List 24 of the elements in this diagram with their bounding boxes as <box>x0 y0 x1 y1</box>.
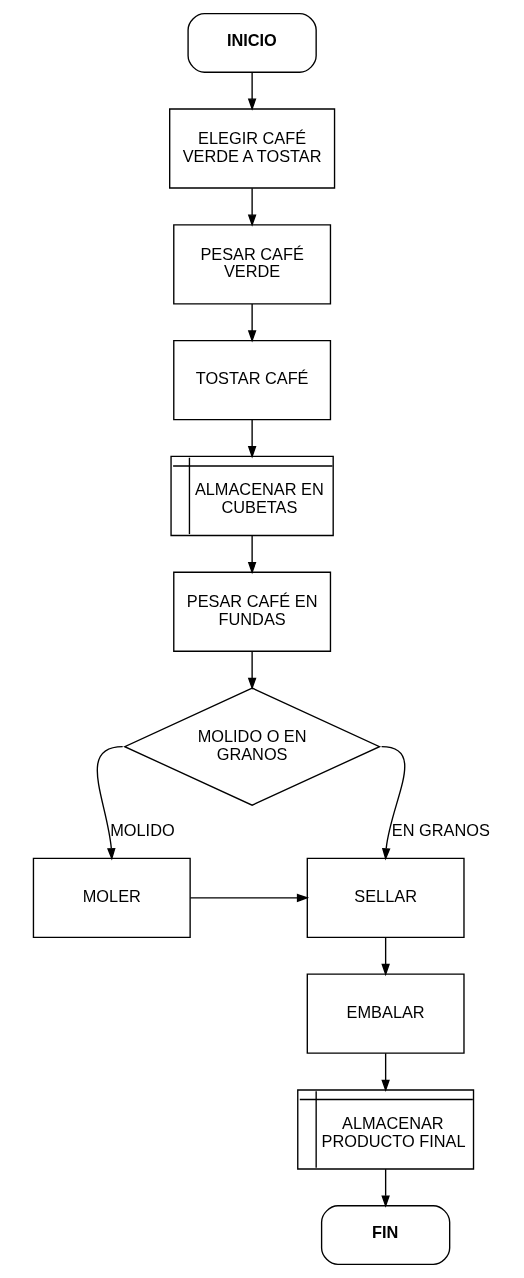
node-box: ELEGIR CAFÉ VERDE A TOSTAR <box>169 108 336 189</box>
arrow <box>247 650 257 690</box>
node-box: MOLER <box>32 857 191 939</box>
arrow <box>247 303 257 343</box>
arrow <box>380 745 406 861</box>
node-box: PESAR CAFÉ EN FUNDAS <box>173 571 332 652</box>
edge-label: MOLIDO <box>110 821 175 840</box>
node-box: PESAR CAFÉ VERDE <box>173 224 332 305</box>
node-box: EMBALAR <box>306 973 465 1054</box>
arrow <box>381 1052 390 1092</box>
arrow <box>247 419 257 459</box>
edge-label: EN GRANOS <box>391 821 490 840</box>
arrow <box>96 745 124 861</box>
arrow <box>381 1168 390 1208</box>
arrow <box>189 893 310 903</box>
arrow <box>247 71 257 111</box>
node-box: TOSTAR CAFÉ <box>173 339 332 421</box>
node-diamond: MOLIDO O EN GRANOS <box>123 687 382 806</box>
arrow <box>247 534 257 575</box>
node-box: INICIO <box>187 12 317 73</box>
arrow <box>247 187 257 227</box>
node-box: FIN <box>320 1205 451 1266</box>
node-box: SELLAR <box>306 857 465 939</box>
arrow <box>381 936 390 977</box>
